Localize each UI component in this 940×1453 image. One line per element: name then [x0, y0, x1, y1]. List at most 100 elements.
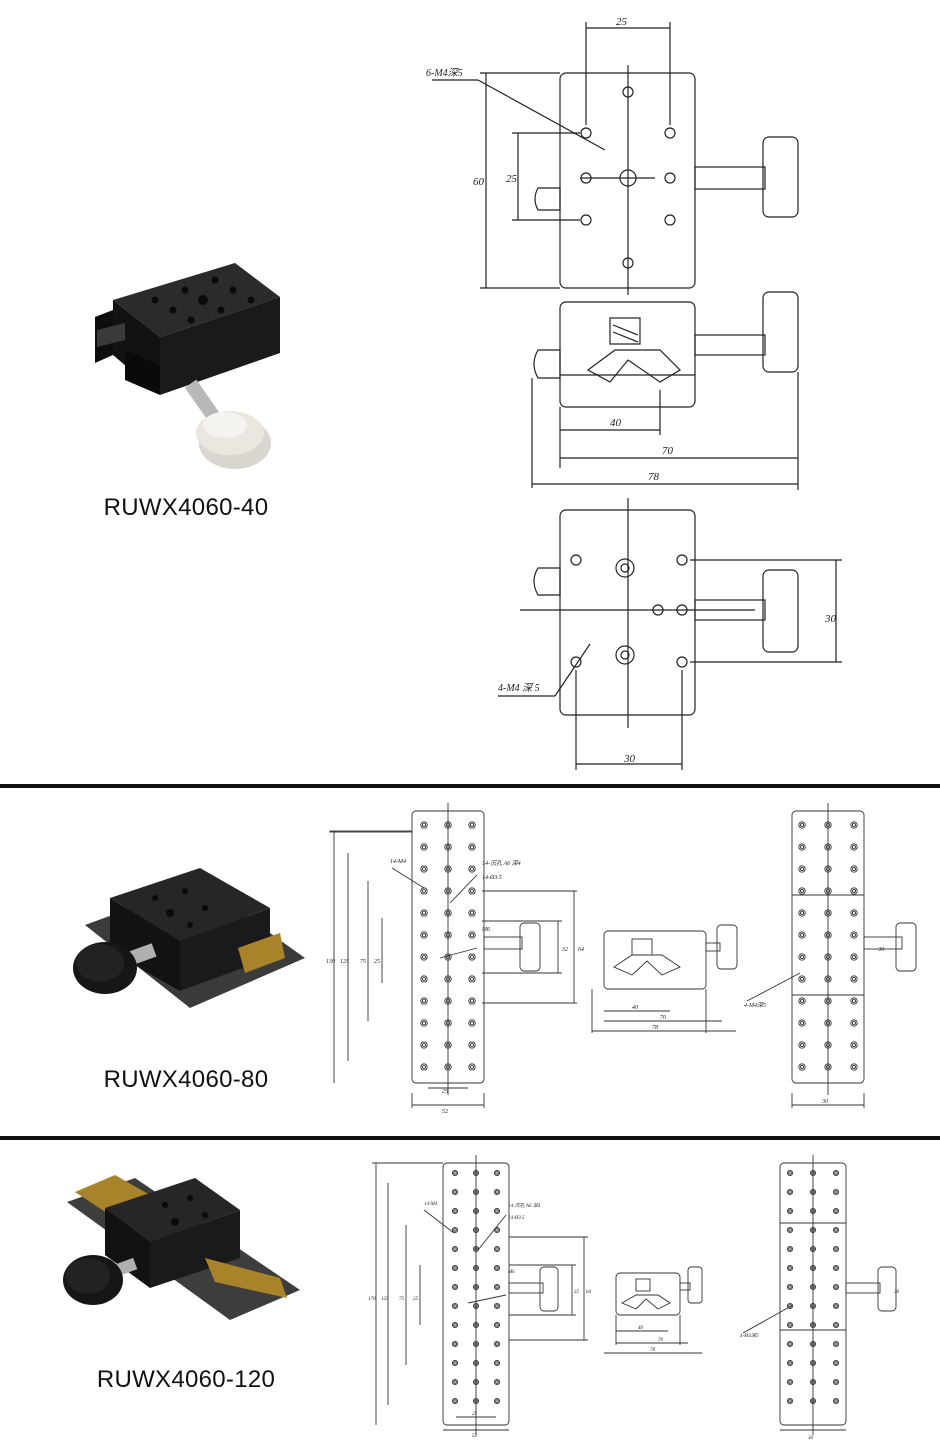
mounting-hole [850, 1041, 858, 1049]
mounting-hole [469, 866, 475, 872]
mounting-hole [469, 1020, 475, 1026]
mounting-hole [451, 1340, 459, 1348]
mounting-hole [834, 1323, 838, 1327]
mounting-hole [825, 1042, 831, 1048]
dim-hole-span: 125 [381, 1297, 389, 1302]
mounting-hole [788, 1380, 792, 1384]
mounting-hole [468, 1063, 476, 1071]
mounting-hole [445, 998, 451, 1004]
mounting-hole [453, 1266, 457, 1270]
mounting-hole [444, 1041, 452, 1049]
dim-hole-span: 125 [340, 959, 349, 965]
mounting-hole [420, 1063, 428, 1071]
mounting-hole [474, 1190, 478, 1194]
mounting-hole [811, 1247, 815, 1251]
mounting-hole [453, 1304, 457, 1308]
mounting-hole [451, 1188, 459, 1196]
mounting-hole [834, 1190, 838, 1194]
mounting-hole [468, 821, 476, 829]
mounting-hole [451, 1283, 459, 1291]
product-section-80: RUWX4060-80 [0, 788, 940, 1138]
mounting-hole [811, 1190, 815, 1194]
mounting-hole [453, 1361, 457, 1365]
dim-hole-spacing: 25 [506, 173, 518, 185]
product-photo-80 [73, 868, 305, 1008]
dim-side-a: 40 [638, 1326, 644, 1331]
mounting-hole [451, 1378, 459, 1386]
mounting-hole [824, 1063, 832, 1071]
dim-right-inner: 32 [574, 1290, 580, 1295]
mounting-hole [493, 1264, 501, 1272]
mounting-hole [850, 865, 858, 873]
mounting-hole [850, 997, 858, 1005]
mounting-hole [493, 1245, 501, 1253]
mounting-hole [834, 1285, 838, 1289]
mounting-hole [472, 1207, 480, 1215]
dim-inner-span: 75 [399, 1297, 405, 1302]
mounting-hole [809, 1188, 817, 1196]
mounting-hole [451, 1321, 459, 1329]
mounting-hole [444, 1063, 452, 1071]
mounting-hole [472, 1340, 480, 1348]
mounting-hole [453, 1209, 457, 1213]
mounting-hole [834, 1209, 838, 1213]
mounting-hole [825, 822, 831, 828]
mounting-hole [788, 1266, 792, 1270]
mounting-hole [495, 1247, 499, 1251]
mounting-hole [453, 1190, 457, 1194]
mounting-hole [786, 1226, 794, 1234]
callout-center-thread: M6 [507, 1270, 515, 1275]
mounting-hole [472, 1397, 480, 1405]
callout-top-holes: 6-M4深5 [426, 67, 463, 79]
technical-drawing-40: 25 60 25 6-M4深5 40 70 78 30 30 4-M4 深 5 [426, 16, 842, 770]
mounting-hole [851, 888, 857, 894]
mounting-hole [453, 1247, 457, 1251]
mounting-hole [444, 865, 452, 873]
mounting-hole [472, 1169, 480, 1177]
mounting-hole [420, 953, 428, 961]
mounting-hole [799, 998, 805, 1004]
mounting-hole [420, 843, 428, 851]
mounting-hole [444, 1019, 452, 1027]
mounting-hole [474, 1361, 478, 1365]
mounting-hole [453, 1380, 457, 1384]
mounting-hole [468, 975, 476, 983]
mounting-hole [832, 1245, 840, 1253]
mounting-hole [809, 1169, 817, 1177]
mounting-hole [851, 822, 857, 828]
mounting-hole [799, 954, 805, 960]
mounting-hole [444, 997, 452, 1005]
mounting-hole [851, 954, 857, 960]
mounting-hole [468, 909, 476, 917]
mounting-hole [834, 1342, 838, 1346]
mounting-hole [798, 887, 806, 895]
mounting-hole [832, 1378, 840, 1386]
mounting-hole [472, 1378, 480, 1386]
mounting-hole [850, 1019, 858, 1027]
mounting-hole [472, 1283, 480, 1291]
dim-side-b: 70 [660, 1015, 666, 1021]
mounting-hole [421, 932, 427, 938]
mounting-hole [445, 1020, 451, 1026]
mounting-hole [788, 1247, 792, 1251]
mounting-hole [798, 997, 806, 1005]
mounting-hole [850, 843, 858, 851]
mounting-hole [420, 1019, 428, 1027]
mounting-hole [451, 1169, 459, 1177]
dim-side-a: 40 [632, 1004, 638, 1011]
mounting-hole [453, 1399, 457, 1403]
callout-counterbore: 14-沉孔 A6 深4 [482, 860, 521, 867]
dim-right-outer: 64 [586, 1290, 592, 1295]
mounting-hole [850, 1063, 858, 1071]
mounting-hole [824, 821, 832, 829]
mounting-hole [495, 1380, 499, 1384]
section-divider [0, 1136, 940, 1140]
mounting-hole [420, 887, 428, 895]
mounting-hole [799, 1064, 805, 1070]
mounting-hole [495, 1285, 499, 1289]
mounting-hole [474, 1323, 478, 1327]
mounting-hole [495, 1228, 499, 1232]
mounting-hole [788, 1171, 792, 1175]
mounting-hole [421, 1020, 427, 1026]
mounting-hole [469, 910, 475, 916]
